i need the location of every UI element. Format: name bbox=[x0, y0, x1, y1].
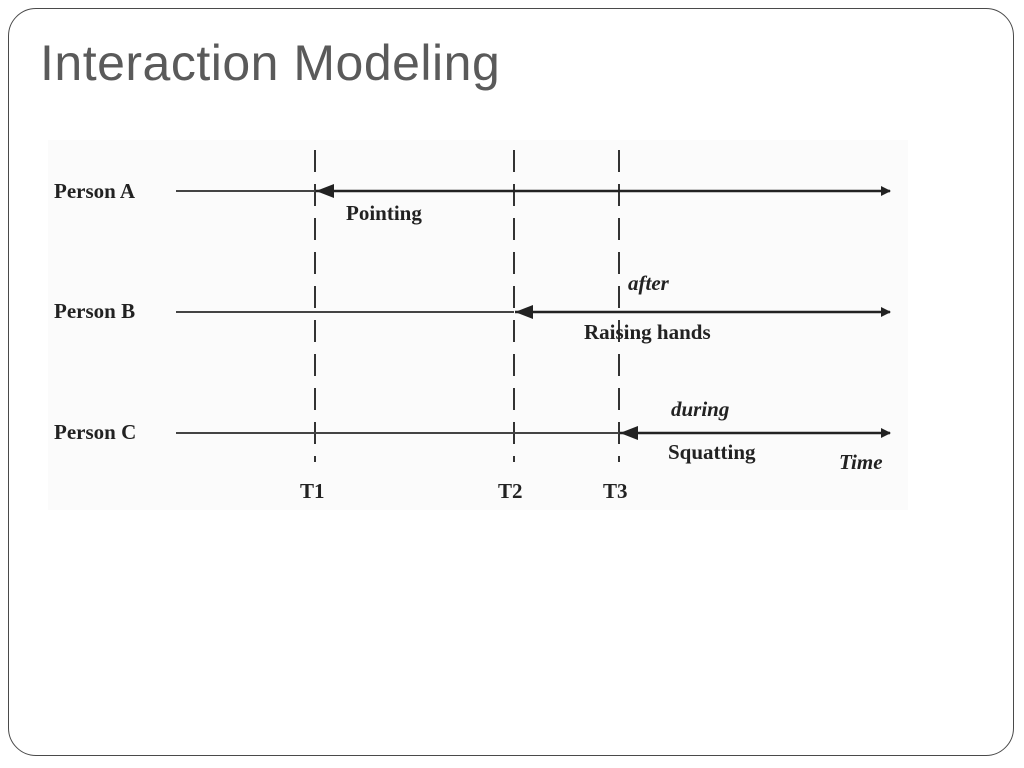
person-c-relation-label: during bbox=[671, 397, 729, 421]
person-b-action-label: Raising hands bbox=[584, 320, 711, 344]
interaction-timeline-diagram: Person A Pointing after Person B Raising… bbox=[48, 140, 908, 510]
person-c-arrow-head-left bbox=[620, 426, 638, 440]
slide-title: Interaction Modeling bbox=[40, 35, 501, 91]
person-b-relation-label: after bbox=[628, 271, 670, 295]
t1-label: T1 bbox=[300, 479, 325, 503]
person-b-arrow-head-left bbox=[515, 305, 533, 319]
person-a-arrow-head-left bbox=[316, 184, 334, 198]
person-b-label: Person B bbox=[54, 299, 135, 323]
time-axis-label: Time bbox=[839, 450, 883, 474]
person-c-label: Person C bbox=[54, 420, 136, 444]
person-c-action-label: Squatting bbox=[668, 440, 756, 464]
t3-label: T3 bbox=[603, 479, 628, 503]
person-a-label: Person A bbox=[54, 179, 136, 203]
timeline-svg: Person A Pointing after Person B Raising… bbox=[54, 150, 891, 503]
t2-label: T2 bbox=[498, 479, 523, 503]
person-a-action-label: Pointing bbox=[346, 201, 422, 225]
